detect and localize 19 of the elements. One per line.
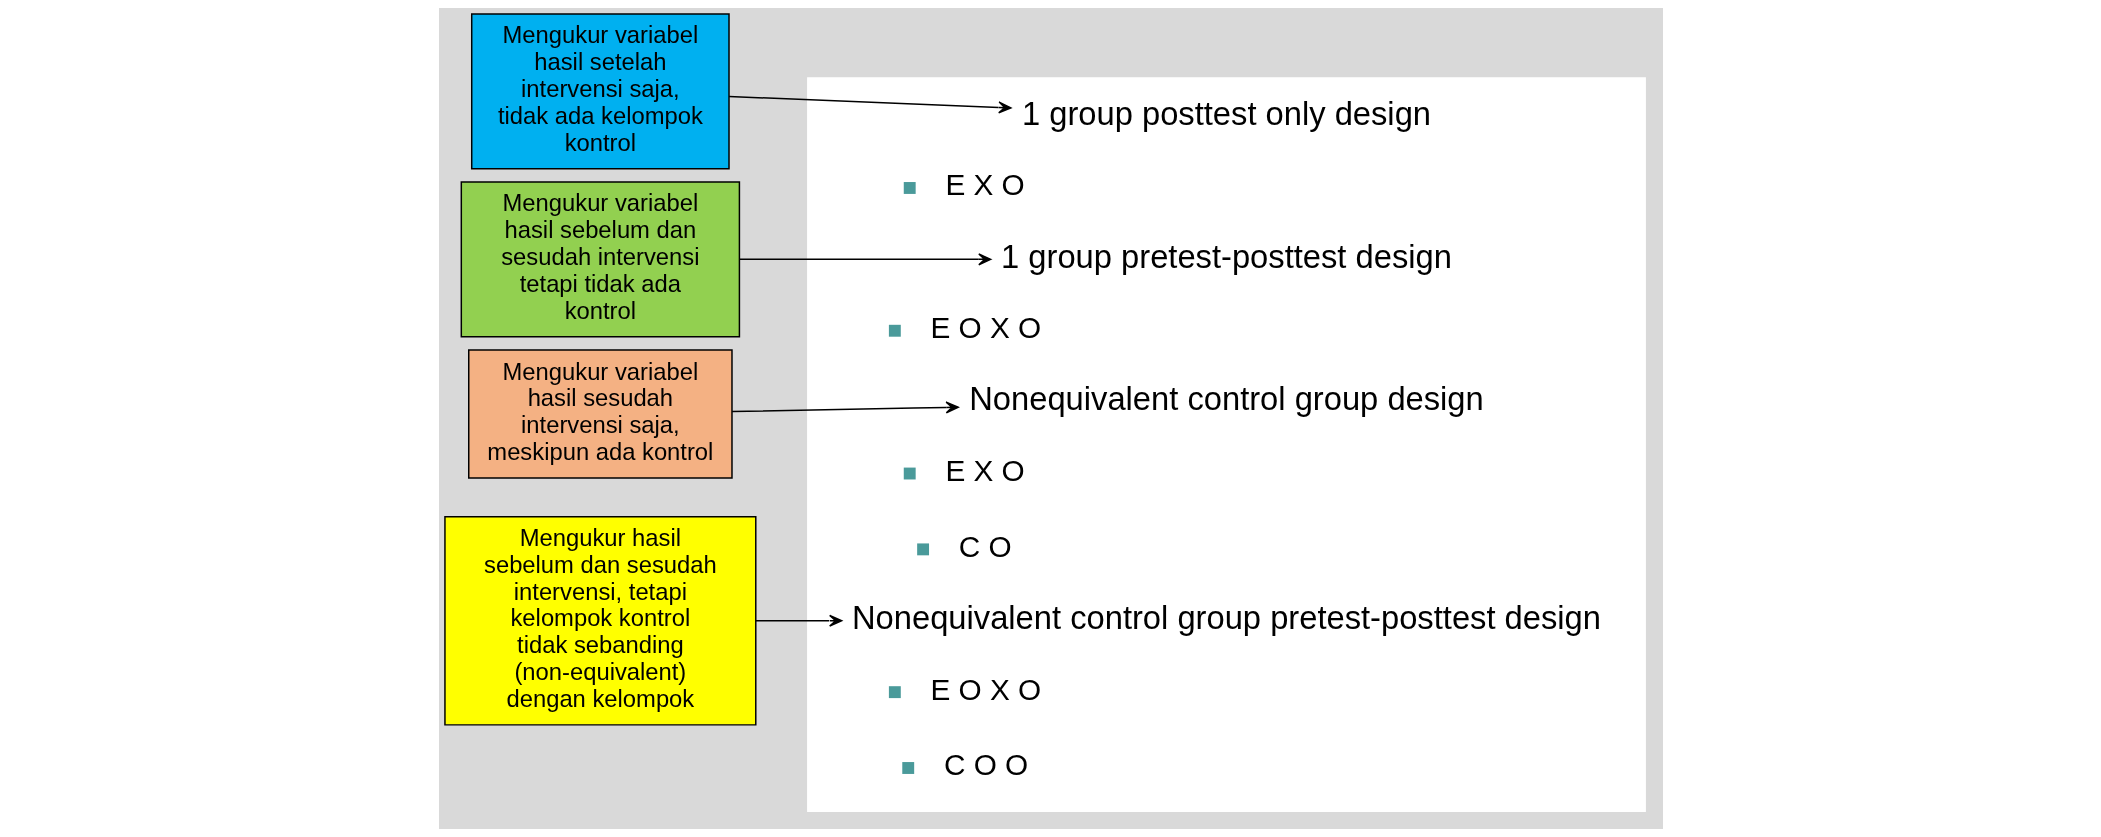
label: E X O [944, 168, 1025, 202]
label: E X O [944, 453, 1025, 487]
label: C O [958, 529, 1012, 563]
node-box: Mengukur variabel hasil sesudah intervensi saja, meskipun ada kontrol [467, 349, 733, 479]
node-text: 1 group pretest-posttest design [1000, 237, 1452, 275]
label: C O O [943, 748, 1028, 782]
arrow [754, 614, 842, 627]
label: E O X O [930, 311, 1041, 345]
arrow [738, 253, 991, 266]
node-text: 1 group posttest only design [1021, 94, 1431, 132]
arrow [727, 95, 1012, 114]
node-box: Mengukur variabel hasil setelah intervensi saja, tidak ada kelompok kontrol [470, 13, 730, 170]
cluster [806, 77, 1646, 812]
arrow [730, 401, 959, 414]
node-box: Mengukur variabel hasil sebelum dan sesudah intervensi tetapi tidak ada kontrol [460, 181, 740, 338]
node-text: Nonequivalent control group pretest-posttest design [851, 599, 1601, 637]
node-box: Mengukur hasil sebelum dan sesudah intervensi, tetapi kelompok kontrol tidak sebanding (non-equivalent) dengan kelompok [443, 515, 757, 726]
label: E O X O [930, 672, 1041, 706]
node-text: Nonequivalent control group design [968, 380, 1484, 418]
